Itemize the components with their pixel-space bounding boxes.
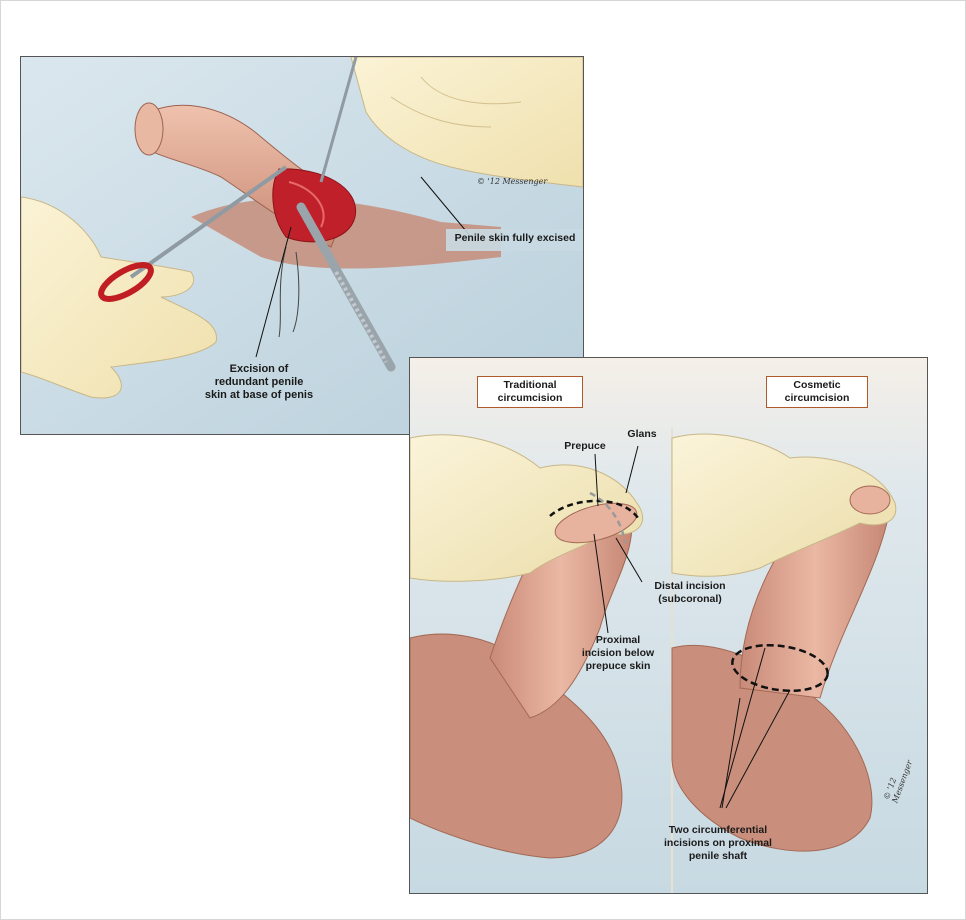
distal-incision-line-left — [589, 491, 627, 544]
label-excision-redundant-skin: Excision of redundant penile skin at bas… — [204, 363, 314, 401]
leader-line-excised — [420, 176, 472, 238]
body-skin-shape — [191, 198, 501, 269]
gloved-hand-top — [350, 57, 583, 188]
traditional-illustration — [410, 434, 644, 859]
label-proximal-incision: Proximal incision below prepuce skin — [581, 634, 655, 672]
glans-shape — [134, 102, 164, 156]
label-distal-incision: Distal incision (subcoronal) — [654, 580, 726, 605]
cosmetic-illustration — [671, 433, 897, 852]
label-penile-skin-excised: Penile skin fully excised — [454, 232, 576, 244]
scissors-blade — [129, 165, 288, 279]
comparison-illustration — [410, 358, 927, 893]
title-cosmetic-circumcision: Cosmetic circumcision — [766, 376, 868, 408]
scissors-handle — [98, 262, 154, 302]
prepuce-shape — [554, 502, 638, 544]
circumferential-incisions — [731, 643, 829, 693]
gloved-hand-bottom-left — [410, 434, 644, 582]
gloved-hand-bottom-right — [671, 433, 897, 577]
label-prepuce: Prepuce — [564, 440, 606, 452]
artist-signature: © '12 Messenger — [477, 177, 548, 186]
label-two-circumferential-incisions: Two circumferential incisions on proxima… — [664, 824, 772, 862]
forceps — [319, 57, 358, 183]
label-glans: Glans — [627, 428, 657, 440]
title-traditional-circumcision: Traditional circumcision — [477, 376, 583, 408]
circumcision-comparison-panel: Traditional circumcision Cosmetic circum… — [409, 357, 928, 894]
excision-wound-shape — [272, 168, 357, 243]
leader-line-excision — [255, 226, 292, 358]
glans-shape-right — [849, 485, 891, 515]
